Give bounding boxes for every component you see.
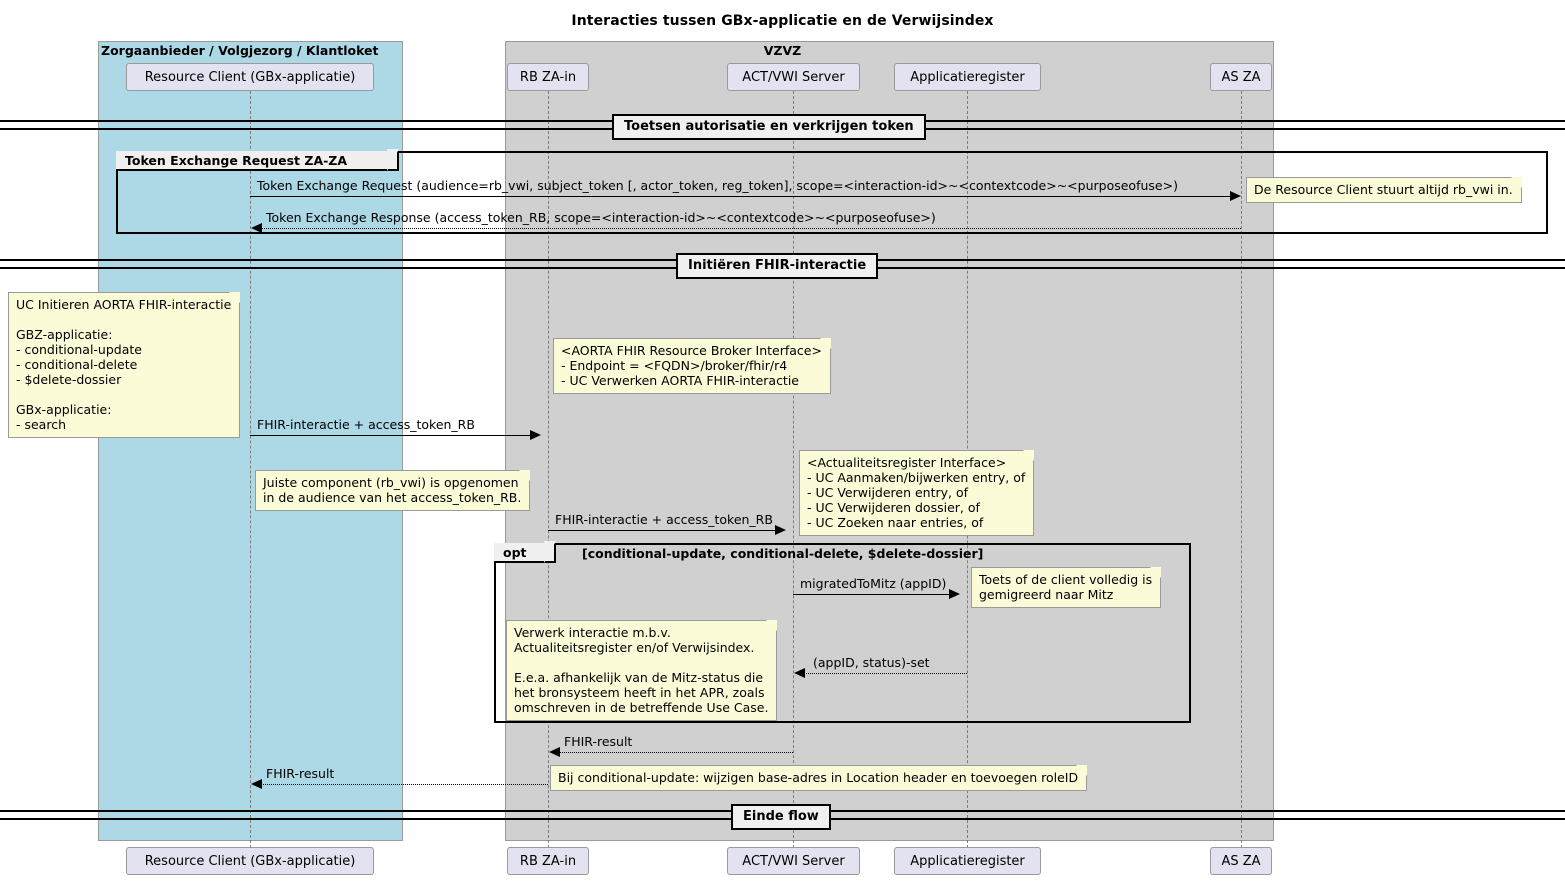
note-actualiteitsregister: <Actualiteitsregister Interface> - UC Aa… <box>799 450 1035 536</box>
participant-asza-bottom[interactable]: AS ZA <box>1210 847 1272 875</box>
message-arrowhead-3 <box>530 430 541 440</box>
message-line-3 <box>250 435 538 436</box>
fragment-opt <box>494 543 1191 723</box>
fragment-tab-label-token-exchange: Token Exchange Request ZA-ZA <box>125 152 348 168</box>
participant-apr-bottom[interactable]: Applicatieregister <box>894 847 1041 875</box>
lifeline-asza <box>1241 91 1242 848</box>
message-arrowhead-6 <box>794 668 805 678</box>
message-label-6: (appID, status)-set <box>813 655 930 670</box>
message-line-7 <box>551 752 793 753</box>
participant-client-top[interactable]: Resource Client (GBx-applicatie) <box>126 63 374 91</box>
message-line-8 <box>253 784 548 785</box>
message-arrowhead-1 <box>1230 191 1241 201</box>
message-line-6 <box>796 673 967 674</box>
message-label-8: FHIR-result <box>266 766 335 781</box>
lifeline-client <box>250 91 251 848</box>
group-label-vzvz: VZVZ <box>763 43 802 58</box>
fragment-token-exchange <box>116 151 1548 234</box>
message-arrowhead-8 <box>251 779 262 789</box>
message-arrowhead-2 <box>251 223 262 233</box>
divider-label-2: Initiëren FHIR-interactie <box>676 253 879 279</box>
message-arrowhead-5 <box>949 589 960 599</box>
participant-apr-top[interactable]: Applicatieregister <box>894 63 1041 91</box>
divider-label-3: Einde flow <box>731 804 831 830</box>
participant-client-bottom[interactable]: Resource Client (GBx-applicatie) <box>126 847 374 875</box>
fragment-tab-token-exchange: Token Exchange Request ZA-ZA <box>116 149 399 171</box>
message-line-2 <box>253 228 1241 229</box>
note-uc-initieren: UC Initieren AORTA FHIR-interactie GBZ-a… <box>8 292 241 438</box>
participant-act-top[interactable]: ACT/VWI Server <box>727 63 860 91</box>
participant-asza-top[interactable]: AS ZA <box>1210 63 1272 91</box>
participant-act-bottom[interactable]: ACT/VWI Server <box>727 847 860 875</box>
message-label-3: FHIR-interactie + access_token_RB <box>257 417 475 432</box>
lifeline-rbzain <box>548 91 549 848</box>
note-audience: Juiste component (rb_vwi) is opgenomen i… <box>255 470 531 511</box>
message-label-1: Token Exchange Request (audience=rb_vwi,… <box>257 178 1178 193</box>
note-location-header: Bij conditional-update: wijzigen base-ad… <box>550 765 1088 791</box>
message-label-2: Token Exchange Response (access_token_RB… <box>266 210 936 225</box>
participant-rbzain-bottom[interactable]: RB ZA-in <box>507 847 589 875</box>
message-label-5: migratedToMitz (appID) <box>800 576 947 591</box>
message-line-1 <box>250 196 1238 197</box>
message-label-7: FHIR-result <box>564 734 633 749</box>
page-title: Interacties tussen GBx-applicatie en de … <box>571 13 994 29</box>
message-label-4: FHIR-interactie + access_token_RB <box>555 512 773 527</box>
lifeline-act <box>793 91 794 848</box>
note-verwerk-interactie: Verwerk interactie m.b.v. Actualiteitsre… <box>506 620 778 721</box>
note-mitz-toets: Toets of de client volledig is gemigreer… <box>971 567 1162 608</box>
message-arrowhead-7 <box>549 747 560 757</box>
participant-rbzain-top[interactable]: RB ZA-in <box>507 63 589 91</box>
fragment-tab-opt: opt <box>494 541 556 563</box>
message-arrowhead-4 <box>775 525 786 535</box>
group-label-zorgaanbieder: Zorgaanbieder / Volgjezorg / Klantloket <box>101 43 379 58</box>
message-line-4 <box>548 530 783 531</box>
fragment-tab-label-opt: opt <box>503 544 527 560</box>
note-broker-interface: <AORTA FHIR Resource Broker Interface> -… <box>553 338 831 394</box>
divider-label-1: Toetsen autorisatie en verkrijgen token <box>612 114 926 140</box>
message-line-5 <box>793 594 956 595</box>
note-rbvwi-in: De Resource Client stuurt altijd rb_vwi … <box>1246 177 1522 203</box>
fragment-condition-opt: [conditional-update, conditional-delete,… <box>582 546 984 561</box>
